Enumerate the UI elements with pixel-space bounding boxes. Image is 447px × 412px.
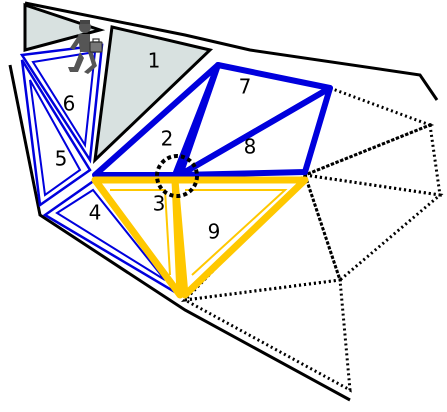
label-3: 3 — [153, 192, 166, 216]
label-2: 2 — [161, 127, 174, 151]
label-7: 7 — [239, 75, 252, 99]
label-9: 9 — [208, 220, 221, 244]
dotted-triangle-b — [305, 125, 440, 195]
label-8: 8 — [244, 135, 257, 159]
label-4: 4 — [89, 201, 102, 225]
triangle-9 — [175, 180, 305, 295]
label-5: 5 — [55, 147, 68, 171]
label-1: 1 — [148, 49, 161, 73]
dotted-triangle-c — [305, 175, 440, 280]
label-6: 6 — [63, 92, 76, 116]
